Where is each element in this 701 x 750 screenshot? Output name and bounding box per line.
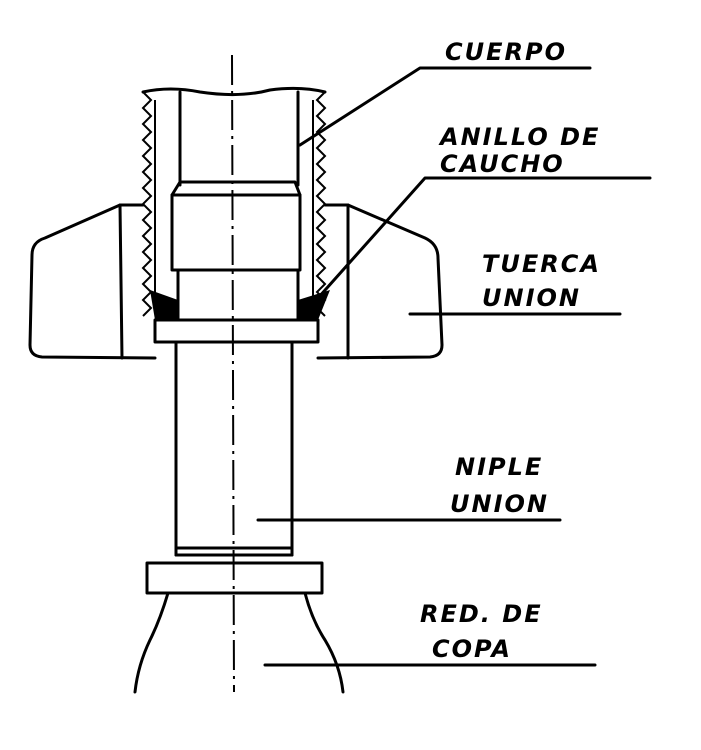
leader-anillo — [316, 176, 652, 300]
rubber-ring — [150, 290, 330, 320]
nut-tuerca-union — [28, 203, 444, 360]
leader-cuerpo — [298, 66, 592, 147]
cup-reducer — [133, 561, 345, 694]
label-red-line1: RED. DE — [420, 600, 543, 628]
label-tuerca-line1: TUERCA — [482, 250, 601, 278]
label-tuerca-line2: UNION — [482, 284, 581, 312]
label-anillo-line1: ANILLO DE — [438, 123, 600, 151]
washer — [153, 318, 320, 344]
centerline — [231, 54, 235, 693]
label-red-line2: COPA — [432, 635, 512, 663]
seat-fitting — [170, 180, 302, 322]
label-anillo-line2: CAUCHO — [440, 150, 565, 178]
label-niple-line1: NIPLE — [455, 453, 543, 481]
label-cuerpo: CUERPO — [445, 38, 567, 66]
label-niple-line2: UNION — [450, 490, 549, 518]
